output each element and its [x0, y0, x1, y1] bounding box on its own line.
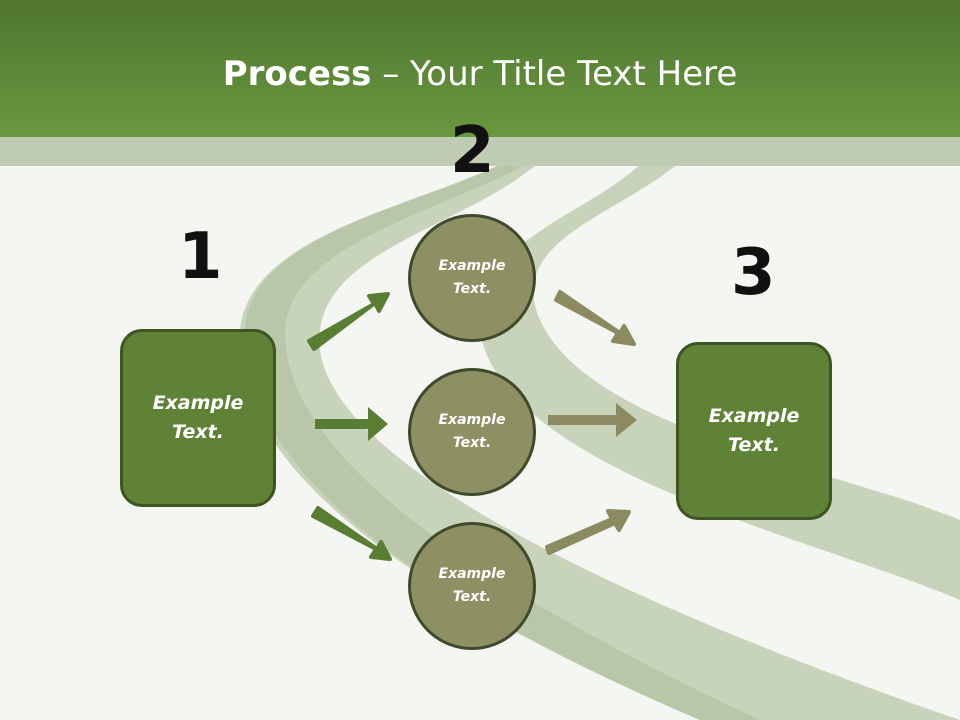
step-number-1: 1 — [178, 220, 223, 294]
title-rest: – Your Title Text Here — [371, 54, 738, 94]
circle-top: Example Text. — [408, 214, 536, 342]
circle-bottom-label: Example Text. — [438, 566, 506, 605]
step-box-3-label: Example Text. — [708, 405, 800, 456]
circle-middle: Example Text. — [408, 368, 536, 496]
title-bold: Process — [222, 54, 372, 94]
step-number-2: 2 — [450, 114, 495, 188]
step-box-1-label: Example Text. — [152, 392, 244, 443]
step-box-3: Example Text. — [676, 342, 832, 520]
circle-middle-label: Example Text. — [438, 412, 506, 451]
title-band — [0, 137, 960, 166]
step-box-1: Example Text. — [120, 329, 276, 507]
circle-bottom: Example Text. — [408, 522, 536, 650]
step-number-3: 3 — [731, 236, 776, 310]
circle-top-label: Example Text. — [438, 258, 506, 297]
title-bar — [0, 0, 960, 137]
page-title: Process – Your Title Text Here — [0, 52, 960, 96]
